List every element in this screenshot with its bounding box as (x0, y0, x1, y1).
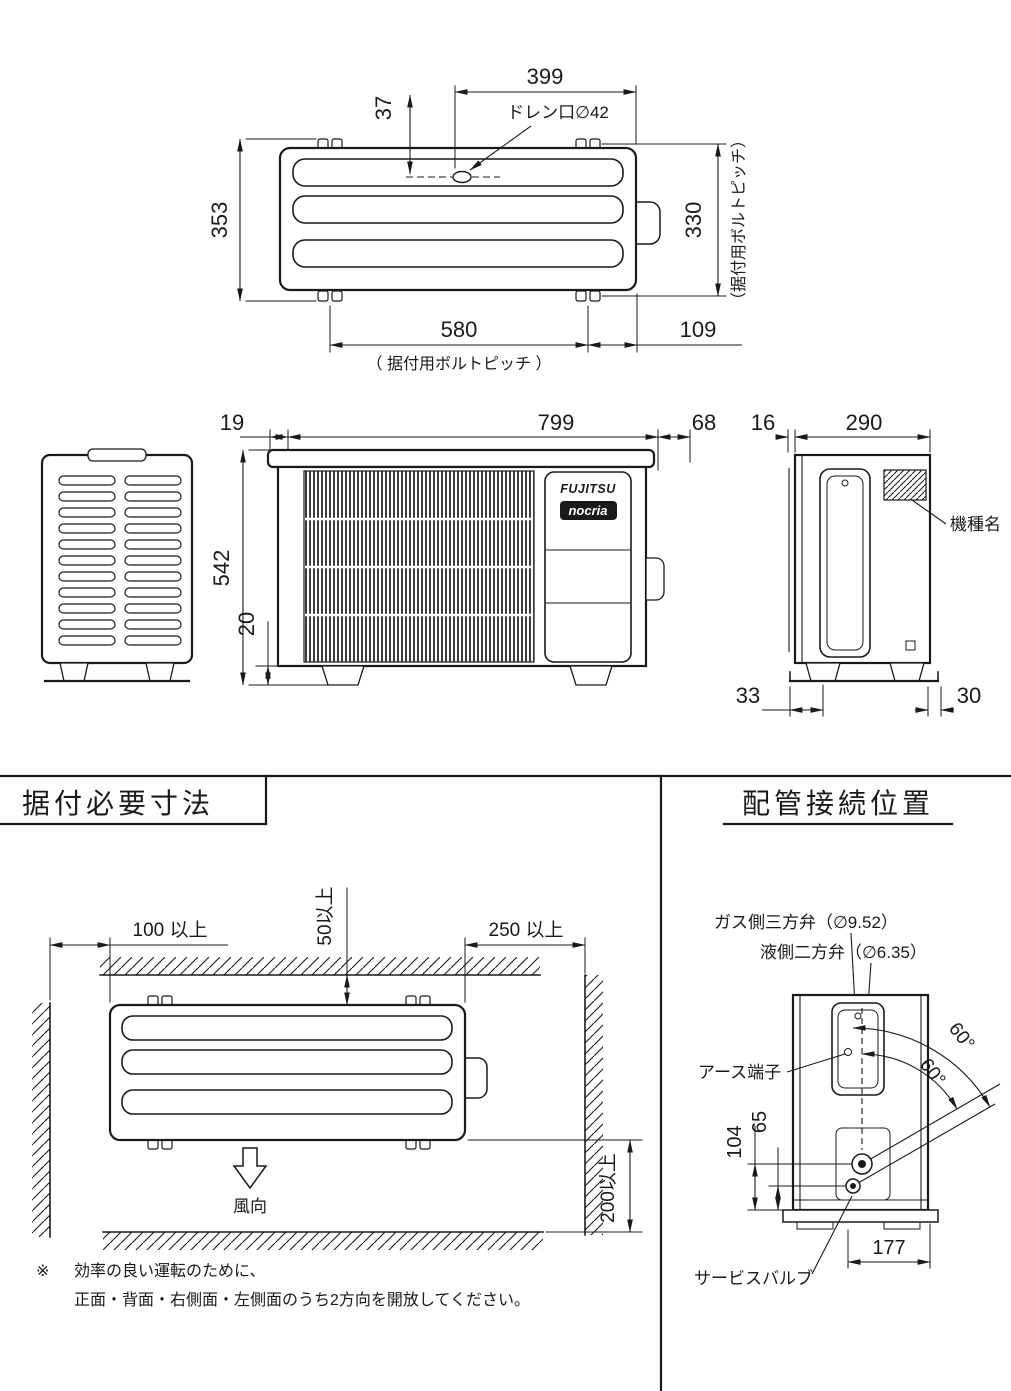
foot (321, 665, 365, 686)
dim-542-label: 542 (209, 550, 234, 587)
model-name-plate (883, 469, 927, 501)
unit-feet (147, 995, 431, 1150)
unit-body-top (278, 146, 638, 292)
side-panel (544, 471, 632, 663)
dim-68-label: 68 (692, 410, 716, 435)
vent-slots (56, 473, 188, 649)
clearance-left-label: 100 以上 (133, 919, 208, 941)
foot (796, 1221, 834, 1230)
clearance-back-label: 50以上 (314, 886, 336, 945)
front-view: FUJITSU nocria 19 799 68 542 20 (209, 410, 716, 686)
section-dividers (0, 774, 1011, 1391)
install-section-title: 据付必要寸法 (22, 788, 214, 819)
foot (889, 662, 925, 682)
front-view-dimensions: 19 799 68 542 20 (209, 410, 716, 686)
dim-19-label: 19 (220, 410, 244, 435)
gas-valve-label: ガス側三方弁（∅9.52） (714, 913, 898, 932)
clearance-dimensions: 100 以上 50以上 250 以上 200以上 (49, 886, 643, 1233)
foot (569, 665, 613, 686)
unit-body-plan (108, 1003, 467, 1142)
clearance-front-label: 200以上 (597, 1153, 619, 1223)
angle-gas-label: 60° (944, 1019, 978, 1055)
screw-icon (854, 1012, 862, 1020)
dim-20-label: 20 (234, 612, 259, 636)
dim-399-label: 399 (527, 64, 564, 89)
wall-top-hatch (100, 957, 540, 975)
side-handle (635, 201, 661, 245)
nocria-logo: nocria (568, 503, 607, 518)
pipe-cover (819, 468, 871, 658)
note-line-2: 正面・背面・右側面・左側面のうち2方向を開放してください。 (74, 1291, 530, 1309)
note-line-1: 効率の良い運転のために、 (74, 1262, 266, 1280)
right-side-view: 機種名 16 290 33 30 (736, 410, 1001, 717)
foot (805, 662, 841, 682)
install-diagram: 100 以上 50以上 250 以上 200以上 風向 ※ 効率の良い運転のため… (32, 886, 643, 1309)
rear-view-body (791, 993, 930, 1212)
dim-65-label: 65 (749, 1111, 771, 1133)
wall-left-hatch (32, 1003, 50, 1237)
dim-799-label: 799 (538, 410, 575, 435)
foot (145, 662, 175, 682)
side-handle (464, 1057, 488, 1099)
fujitsu-logo: FUJITSU (560, 482, 616, 496)
screw-icon (841, 479, 849, 487)
nocria-badge (560, 501, 617, 520)
mounting-feet (317, 138, 601, 302)
wall-bottom-hatch (103, 1232, 543, 1250)
carry-handle (87, 448, 147, 462)
dim-37-label: 37 (371, 96, 396, 120)
earth-terminal-point (844, 1048, 852, 1056)
model-name-label: 機種名 (950, 515, 1001, 534)
bolt-pitch-note-horizontal: （ 据付用ボルトピッチ ） (367, 355, 552, 373)
earth-terminal-label: アース端子 (698, 1063, 781, 1082)
clearance-right-label: 250 以上 (489, 919, 564, 941)
foot (883, 1221, 921, 1230)
piping-diagram: ガス側三方弁（∅9.52） 液側二方弁（∅6.35） 60° 60° アース端子… (694, 913, 1001, 1288)
foot (59, 662, 89, 682)
top-cover-slats (292, 158, 624, 268)
dim-580-label: 580 (441, 317, 478, 342)
install-title-box: 据付必要寸法 (0, 774, 268, 826)
top-view: 399 37 ドレン口∅42 353 330 （据付用ボルトピッチ） 580 1… (207, 64, 748, 373)
dim-353-label: 353 (207, 202, 232, 239)
drain-hole (905, 640, 916, 651)
dim-290-label: 290 (846, 410, 883, 435)
piping-title-box: 配管接続位置 (722, 788, 954, 826)
service-valve-label: サービスバルブ (694, 1268, 813, 1288)
top-view-dimensions: 399 37 ドレン口∅42 353 330 （据付用ボルトピッチ） 580 1… (207, 64, 748, 373)
dim-16-label: 16 (751, 410, 775, 435)
dim-33-label: 33 (736, 683, 760, 708)
wind-direction-arrow-icon (232, 1147, 268, 1190)
wall-right-hatch (585, 975, 603, 1235)
dim-330-label: 330 (681, 202, 706, 239)
grille-dividers (305, 517, 533, 617)
dim-30-label: 30 (957, 683, 981, 708)
dim-104-label: 104 (724, 1125, 746, 1158)
top-cover (266, 448, 656, 469)
top-cover-slats (121, 1015, 453, 1115)
drain-port-label: ドレン口∅42 (507, 103, 609, 122)
bolt-pitch-note-vertical: （据付用ボルトピッチ） (730, 132, 748, 308)
dim-109-label: 109 (680, 317, 717, 342)
base-plate (782, 1209, 939, 1223)
side-view-dimensions: 16 290 33 30 (736, 410, 981, 717)
right-handle (645, 557, 665, 601)
valve-position-dimensions: 104 65 177 (724, 1111, 931, 1269)
left-side-view (40, 448, 194, 683)
liquid-valve-label: 液側二方弁（∅6.35） (760, 943, 927, 962)
note-mark: ※ (36, 1263, 49, 1280)
wind-direction-label: 風向 (233, 1197, 267, 1216)
dim-177-label: 177 (872, 1237, 905, 1259)
drain-port (452, 170, 472, 184)
piping-section-title: 配管接続位置 (742, 788, 934, 819)
